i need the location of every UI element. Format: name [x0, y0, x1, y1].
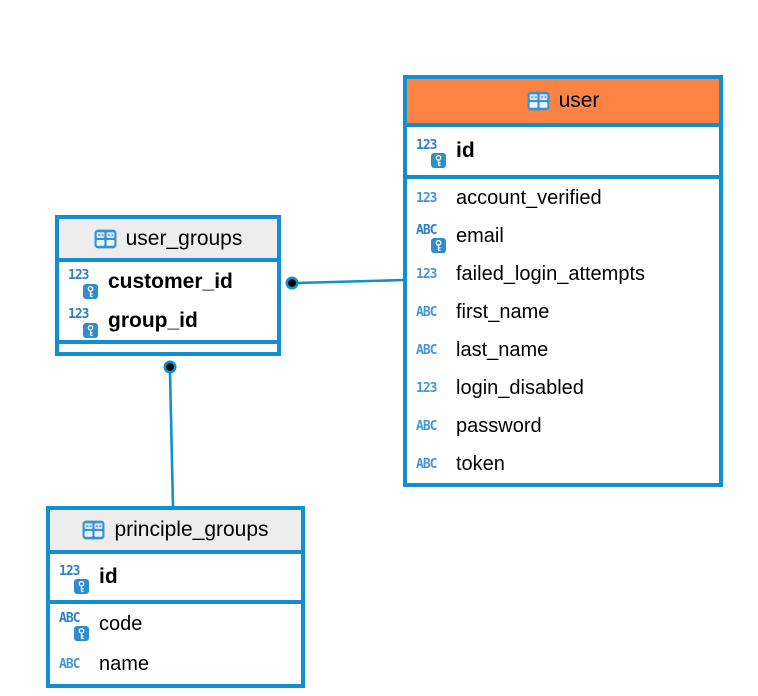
numeric-pk-type-icon: 123	[59, 561, 90, 594]
table-icon	[527, 91, 550, 111]
text-unique-type-icon: ABC	[416, 220, 447, 253]
column-row[interactable]: ABC first_name	[407, 293, 719, 331]
column-row[interactable]: ABC email	[407, 217, 719, 255]
column-row[interactable]: 123 id	[50, 554, 301, 600]
table-icon	[94, 229, 117, 248]
table-header-principle-groups[interactable]: principle_groups	[50, 510, 301, 554]
text-type-icon: ABC	[59, 656, 81, 672]
text-type-icon: ABC	[416, 342, 438, 358]
column-row[interactable]: ABC password	[407, 407, 719, 445]
column-name: id	[99, 565, 118, 588]
column-row[interactable]: 123 login_disabled	[407, 369, 719, 407]
unique-key-icon	[74, 626, 89, 641]
table-header-user[interactable]: user	[407, 79, 719, 127]
numeric-pk-type-icon: 123	[68, 305, 99, 338]
relationship-endpoint-dot	[163, 360, 177, 374]
column-name: failed_login_attempts	[456, 262, 646, 285]
text-type-icon: ABC	[416, 418, 438, 434]
column-name: id	[456, 139, 475, 162]
primary-key-section: 123 id	[407, 127, 719, 179]
entity-table-principle-groups[interactable]: principle_groups 123 id	[46, 506, 305, 688]
table-name: principle_groups	[114, 518, 269, 541]
column-name: login_disabled	[456, 376, 584, 399]
column-row[interactable]: 123 customer_id	[59, 262, 277, 301]
table-icon	[82, 520, 105, 540]
column-name: email	[456, 224, 504, 247]
entity-table-user[interactable]: user 123 id	[403, 75, 723, 487]
primary-key-section: 123 customer_id 123	[59, 262, 277, 344]
column-name: code	[99, 612, 143, 635]
numeric-type-icon: 123	[416, 190, 438, 206]
column-name: last_name	[456, 338, 549, 361]
column-name: password	[456, 414, 542, 437]
column-row[interactable]: ABC name	[50, 644, 301, 684]
column-row[interactable]: 123 group_id	[59, 301, 277, 340]
primary-key-icon	[83, 283, 98, 299]
column-name: group_id	[108, 308, 198, 332]
column-row[interactable]: ABC token	[407, 445, 719, 483]
table-name: user	[558, 89, 600, 112]
column-row[interactable]: ABC code	[50, 604, 301, 644]
numeric-pk-type-icon: 123	[68, 266, 99, 299]
unique-key-icon	[431, 238, 446, 253]
primary-key-icon	[74, 579, 89, 594]
text-type-icon: ABC	[416, 304, 438, 320]
columns-section: 123 account_verified ABC	[407, 179, 719, 483]
empty-columns-section	[59, 344, 277, 352]
column-row[interactable]: 123 id	[407, 127, 719, 175]
column-name: customer_id	[108, 269, 233, 293]
column-name: token	[456, 452, 505, 475]
table-header-user-groups[interactable]: user_groups	[59, 219, 277, 262]
entity-table-user-groups[interactable]: user_groups 123 custome	[55, 215, 281, 356]
column-row[interactable]: 123 failed_login_attempts	[407, 255, 719, 293]
primary-key-icon	[431, 153, 446, 168]
column-row[interactable]: 123 account_verified	[407, 179, 719, 217]
relationship-line-usergroups-principlegroups[interactable]	[168, 371, 175, 508]
column-row[interactable]: ABC last_name	[407, 331, 719, 369]
primary-key-icon	[83, 322, 98, 338]
column-name: account_verified	[456, 186, 602, 209]
column-name: name	[99, 652, 150, 675]
numeric-type-icon: 123	[416, 380, 438, 396]
text-unique-type-icon: ABC	[59, 608, 90, 641]
relationship-endpoint-dot	[285, 276, 299, 290]
column-name: first_name	[456, 300, 550, 323]
relationship-line-usergroups-user[interactable]	[296, 278, 405, 285]
numeric-pk-type-icon: 123	[416, 135, 447, 168]
columns-section: ABC code ABC	[50, 604, 301, 684]
table-name: user_groups	[125, 226, 243, 250]
numeric-type-icon: 123	[416, 266, 438, 282]
primary-key-section: 123 id	[50, 554, 301, 604]
text-type-icon: ABC	[416, 456, 438, 472]
